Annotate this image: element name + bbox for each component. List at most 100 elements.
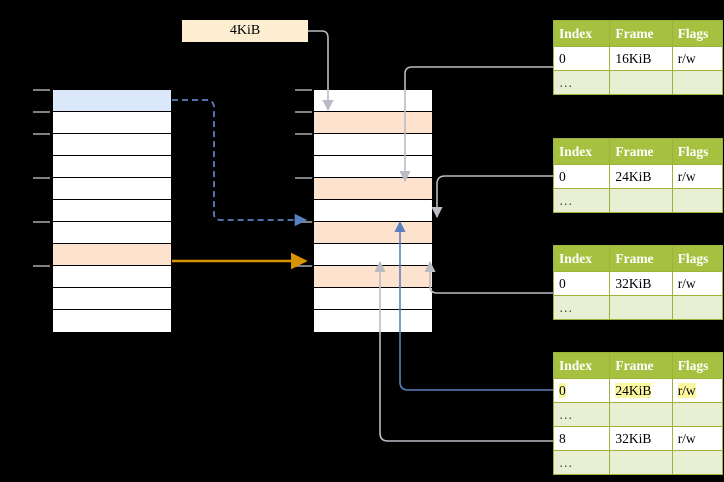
table-cell-index: … [552,402,611,427]
virtual-address-space-cell [53,178,171,200]
virtual-address-space-cell [53,200,171,222]
physical-memory-cell [314,134,432,156]
table-row[interactable]: … [552,450,724,475]
connector-table3-to-memory [424,260,553,294]
address-tick [295,89,312,91]
table-cell-index: 0 [552,164,611,189]
table-cell-index: … [552,188,611,213]
address-tick [33,111,50,113]
address-tick [33,221,50,223]
table-cell-flags [671,70,724,95]
table-cell-frame [609,188,673,213]
physical-memory-cell [314,266,432,288]
column-header-flags: Flags [671,20,724,47]
table-cell-flags: r/w [671,426,724,451]
physical-memory-cell [314,156,432,178]
address-tick [33,265,50,267]
address-tick [33,177,50,179]
page-size-label: 4KiB [182,20,308,42]
highlighted-value: r/w [677,382,696,398]
address-tick [295,133,312,135]
column-header-index: Index [552,352,611,379]
virtual-address-space-cell [53,90,171,112]
column-header-index: Index [552,138,611,165]
table-cell-frame: 32KiB [609,271,673,296]
physical-memory-column [313,89,433,332]
table-cell-flags [671,450,724,475]
address-tick [295,221,312,223]
table-cell-frame [609,295,673,320]
virtual-address-space-column [52,89,172,332]
physical-memory-cell [314,310,432,332]
table-cell-index: … [552,295,611,320]
virtual-address-space-cell [53,266,171,288]
physical-memory-cell [314,178,432,200]
table-cell-flags: r/w [671,46,724,71]
table-cell-index: 8 [552,426,611,451]
virtual-address-space-cell [53,288,171,310]
table-row[interactable]: … [552,70,724,95]
table-cell-index: 0 [552,46,611,71]
column-header-frame: Frame [609,138,673,165]
address-tick [33,133,50,135]
table-cell-frame [609,450,673,475]
table-cell-frame [609,70,673,95]
table-cell-frame: 24KiB [609,378,673,403]
address-tick [295,111,312,113]
address-tick [295,265,312,267]
table-cell-frame [609,402,673,427]
table-cell-index: … [552,450,611,475]
virtual-address-space-cell [53,112,171,134]
table-row[interactable]: … [552,402,724,427]
highlighted-value: 0 [559,382,566,398]
table-row[interactable]: … [552,295,724,320]
physical-memory-cell [314,112,432,134]
physical-memory-cell [314,90,432,112]
table-cell-flags [671,188,724,213]
table-cell-flags: r/w [671,271,724,296]
virtual-address-space-cell [53,222,171,244]
table-cell-index: … [552,70,611,95]
physical-memory-cell [314,200,432,222]
column-header-frame: Frame [609,20,673,47]
table-cell-index: 0 [552,271,611,296]
column-header-flags: Flags [671,352,724,379]
table-cell-index: 0 [552,378,611,403]
table-cell-flags [671,402,724,427]
column-header-frame: Frame [609,352,673,379]
virtual-address-space-cell [53,156,171,178]
address-tick [295,177,312,179]
column-header-index: Index [552,20,611,47]
connector-table2-to-memory [431,175,553,219]
virtual-address-space-cell [53,134,171,156]
column-header-frame: Frame [609,245,673,272]
column-header-flags: Flags [671,245,724,272]
column-header-index: Index [552,245,611,272]
connector-virtual-blue-page [172,99,308,227]
address-tick [33,89,50,91]
physical-memory-cell [314,288,432,310]
table-cell-frame: 32KiB [609,426,673,451]
table-cell-flags [671,295,724,320]
virtual-address-space-cell [53,244,171,266]
table-cell-frame: 24KiB [609,164,673,189]
column-header-flags: Flags [671,138,724,165]
physical-memory-cell [314,244,432,266]
table-cell-flags: r/w [671,378,724,403]
table-cell-flags: r/w [671,164,724,189]
table-row[interactable]: … [552,188,724,213]
virtual-address-space-cell [53,310,171,332]
